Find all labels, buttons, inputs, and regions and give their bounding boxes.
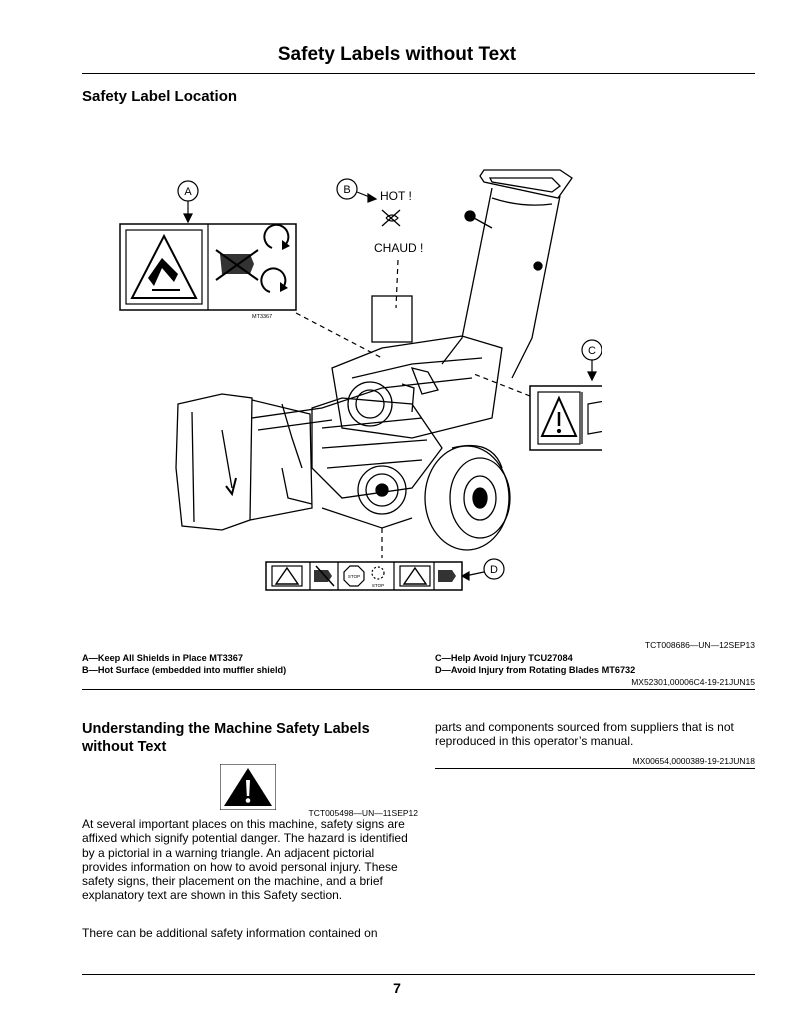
- section-subtitle: Safety Label Location: [82, 88, 238, 105]
- caption-a: A—Keep All Shields in Place MT3367: [82, 653, 244, 663]
- caption-d: D—Avoid Injury from Rotating Blades MT67…: [435, 664, 636, 675]
- callout-c: C: [581, 339, 602, 382]
- page-title: Safety Labels without Text: [277, 44, 517, 65]
- stop-text-2: STOP: [372, 583, 384, 588]
- warning-triangle-icon: [220, 764, 276, 810]
- machine-safety-label-illustration: A MT3367 B: [119, 169, 602, 591]
- caption-right: C—Help Avoid Injury TCU27084 D—Avoid Inj…: [435, 653, 635, 676]
- right-reference: MX00654,0000389-19-21JUN18: [632, 756, 755, 766]
- chaud-text: CHAUD !: [374, 241, 423, 255]
- page-number: 7: [393, 980, 401, 996]
- label-a-code: MT3367: [252, 314, 272, 320]
- caption-left: A—Keep All Shields in Place MT3367 B—Hot…: [82, 653, 286, 676]
- callout-b-letter: B: [343, 184, 350, 196]
- callout-a-letter: A: [184, 186, 192, 198]
- top-rule: [82, 73, 755, 74]
- middle-rule: [82, 689, 755, 690]
- callout-c-letter: C: [588, 345, 596, 357]
- figure-reference: TCT008686—UN—12SEP13: [644, 640, 755, 650]
- warning-reference: TCT005498—UN—11SEP12: [308, 808, 418, 818]
- callout-d: D: [460, 558, 505, 582]
- safety-label-c: [529, 385, 602, 451]
- reel-mower-body: [175, 169, 573, 551]
- paragraph-1: At several important places on this mach…: [82, 817, 408, 903]
- safety-label-d: STOP STOP: [265, 561, 463, 591]
- caption-c: C—Help Avoid Injury TCU27084: [435, 653, 573, 663]
- paragraph-continued: parts and components sourced from suppli…: [435, 720, 734, 749]
- right-column-rule: [435, 768, 755, 769]
- paragraph-2: There can be additional safety informati…: [82, 926, 378, 940]
- caption-reference: MX52301,00006C4-19-21JUN15: [631, 677, 755, 687]
- callout-a: A: [177, 180, 199, 224]
- bottom-rule: [82, 974, 755, 975]
- callout-b: B HOT ! CHAUD !: [336, 178, 423, 309]
- hot-text: HOT !: [380, 189, 412, 203]
- safety-label-a: MT3367: [119, 223, 297, 320]
- section-heading: Understanding the Machine Safety Labels …: [82, 721, 370, 755]
- caption-b: B—Hot Surface (embedded into muffler shi…: [82, 664, 287, 675]
- callout-d-letter: D: [490, 564, 498, 576]
- stop-text-1: STOP: [348, 574, 360, 579]
